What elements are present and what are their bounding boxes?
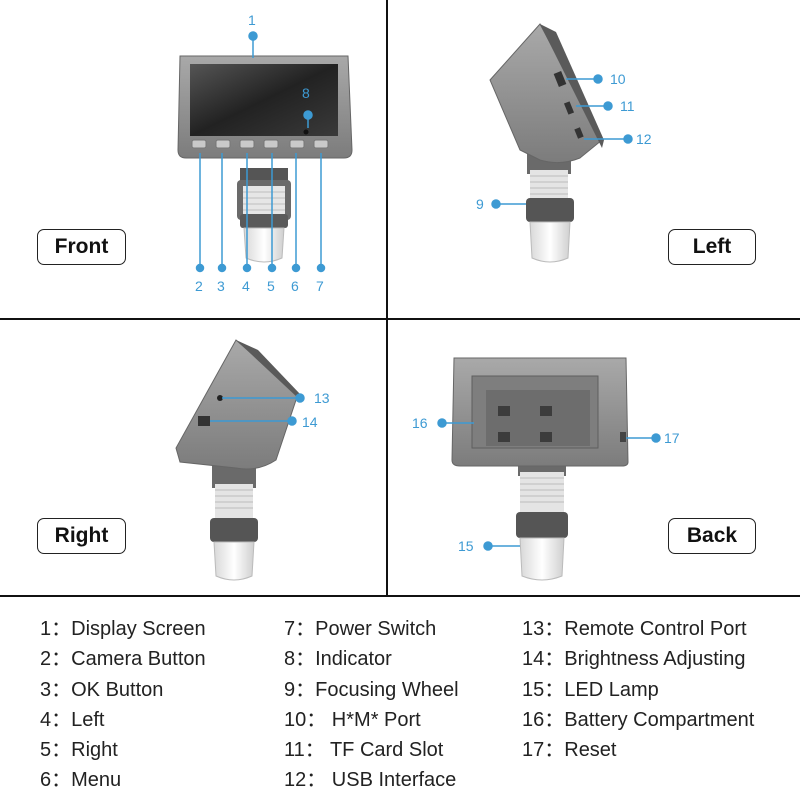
legend-item-9: 9：Focusing Wheel	[284, 679, 459, 701]
callout-number-12: 12	[636, 131, 652, 147]
legend-item-5: 5：Right	[40, 739, 118, 761]
legend-item-7: 7：Power Switch	[284, 618, 437, 640]
callout-number-7: 7	[316, 278, 324, 294]
callout-number-4: 4	[242, 278, 250, 294]
callout-number-8: 8	[302, 85, 310, 101]
legend-item-6: 6：Menu	[40, 769, 122, 791]
legend-item-11: 11： TF Card Slot	[284, 739, 444, 761]
back-callout-lines	[437, 418, 661, 551]
right-view-device	[175, 339, 300, 581]
callout-number-2: 2	[195, 278, 203, 294]
left-view-label: Left	[668, 229, 756, 265]
legend-item-4: 4：Left	[40, 709, 105, 731]
right-view-label: Right	[37, 518, 126, 554]
callout-number-11: 11	[620, 98, 635, 114]
callout-number-6: 6	[291, 278, 299, 294]
callout-number-1: 1	[248, 12, 256, 28]
front-view-device	[177, 55, 353, 263]
callout-number-3: 3	[217, 278, 225, 294]
left-callout-lines	[491, 74, 633, 209]
legend-item-1: 1：Display Screen	[40, 618, 206, 640]
back-view-device	[451, 357, 629, 581]
legend-item-10: 10： H*M* Port	[284, 709, 421, 731]
right-callout-lines	[210, 393, 305, 426]
callout-number-14: 14	[302, 414, 318, 430]
back-view-label: Back	[668, 518, 756, 554]
callout-number-17: 17	[664, 430, 680, 446]
legend-item-13: 13：Remote Control Port	[522, 618, 747, 640]
front-view-label: Front	[37, 229, 126, 265]
legend-item-3: 3：OK Button	[40, 679, 164, 701]
callout-number-16: 16	[412, 415, 428, 431]
callout-number-15: 15	[458, 538, 474, 554]
front-callout-lines	[195, 31, 326, 273]
legend-item-16: 16：Battery Compartment	[522, 709, 755, 731]
callout-number-9: 9	[476, 196, 484, 212]
legend-item-8: 8：Indicator	[284, 648, 392, 670]
callout-number-10: 10	[610, 71, 626, 87]
callout-number-5: 5	[267, 278, 275, 294]
legend-item-17: 17：Reset	[522, 739, 617, 761]
callout-number-13: 13	[314, 390, 330, 406]
left-view-device	[489, 23, 604, 263]
legend-item-14: 14：Brightness Adjusting	[522, 648, 746, 670]
legend-item-12: 12： USB Interface	[284, 769, 457, 791]
legend-item-15: 15：LED Lamp	[522, 679, 659, 701]
legend-item-2: 2：Camera Button	[40, 648, 206, 670]
